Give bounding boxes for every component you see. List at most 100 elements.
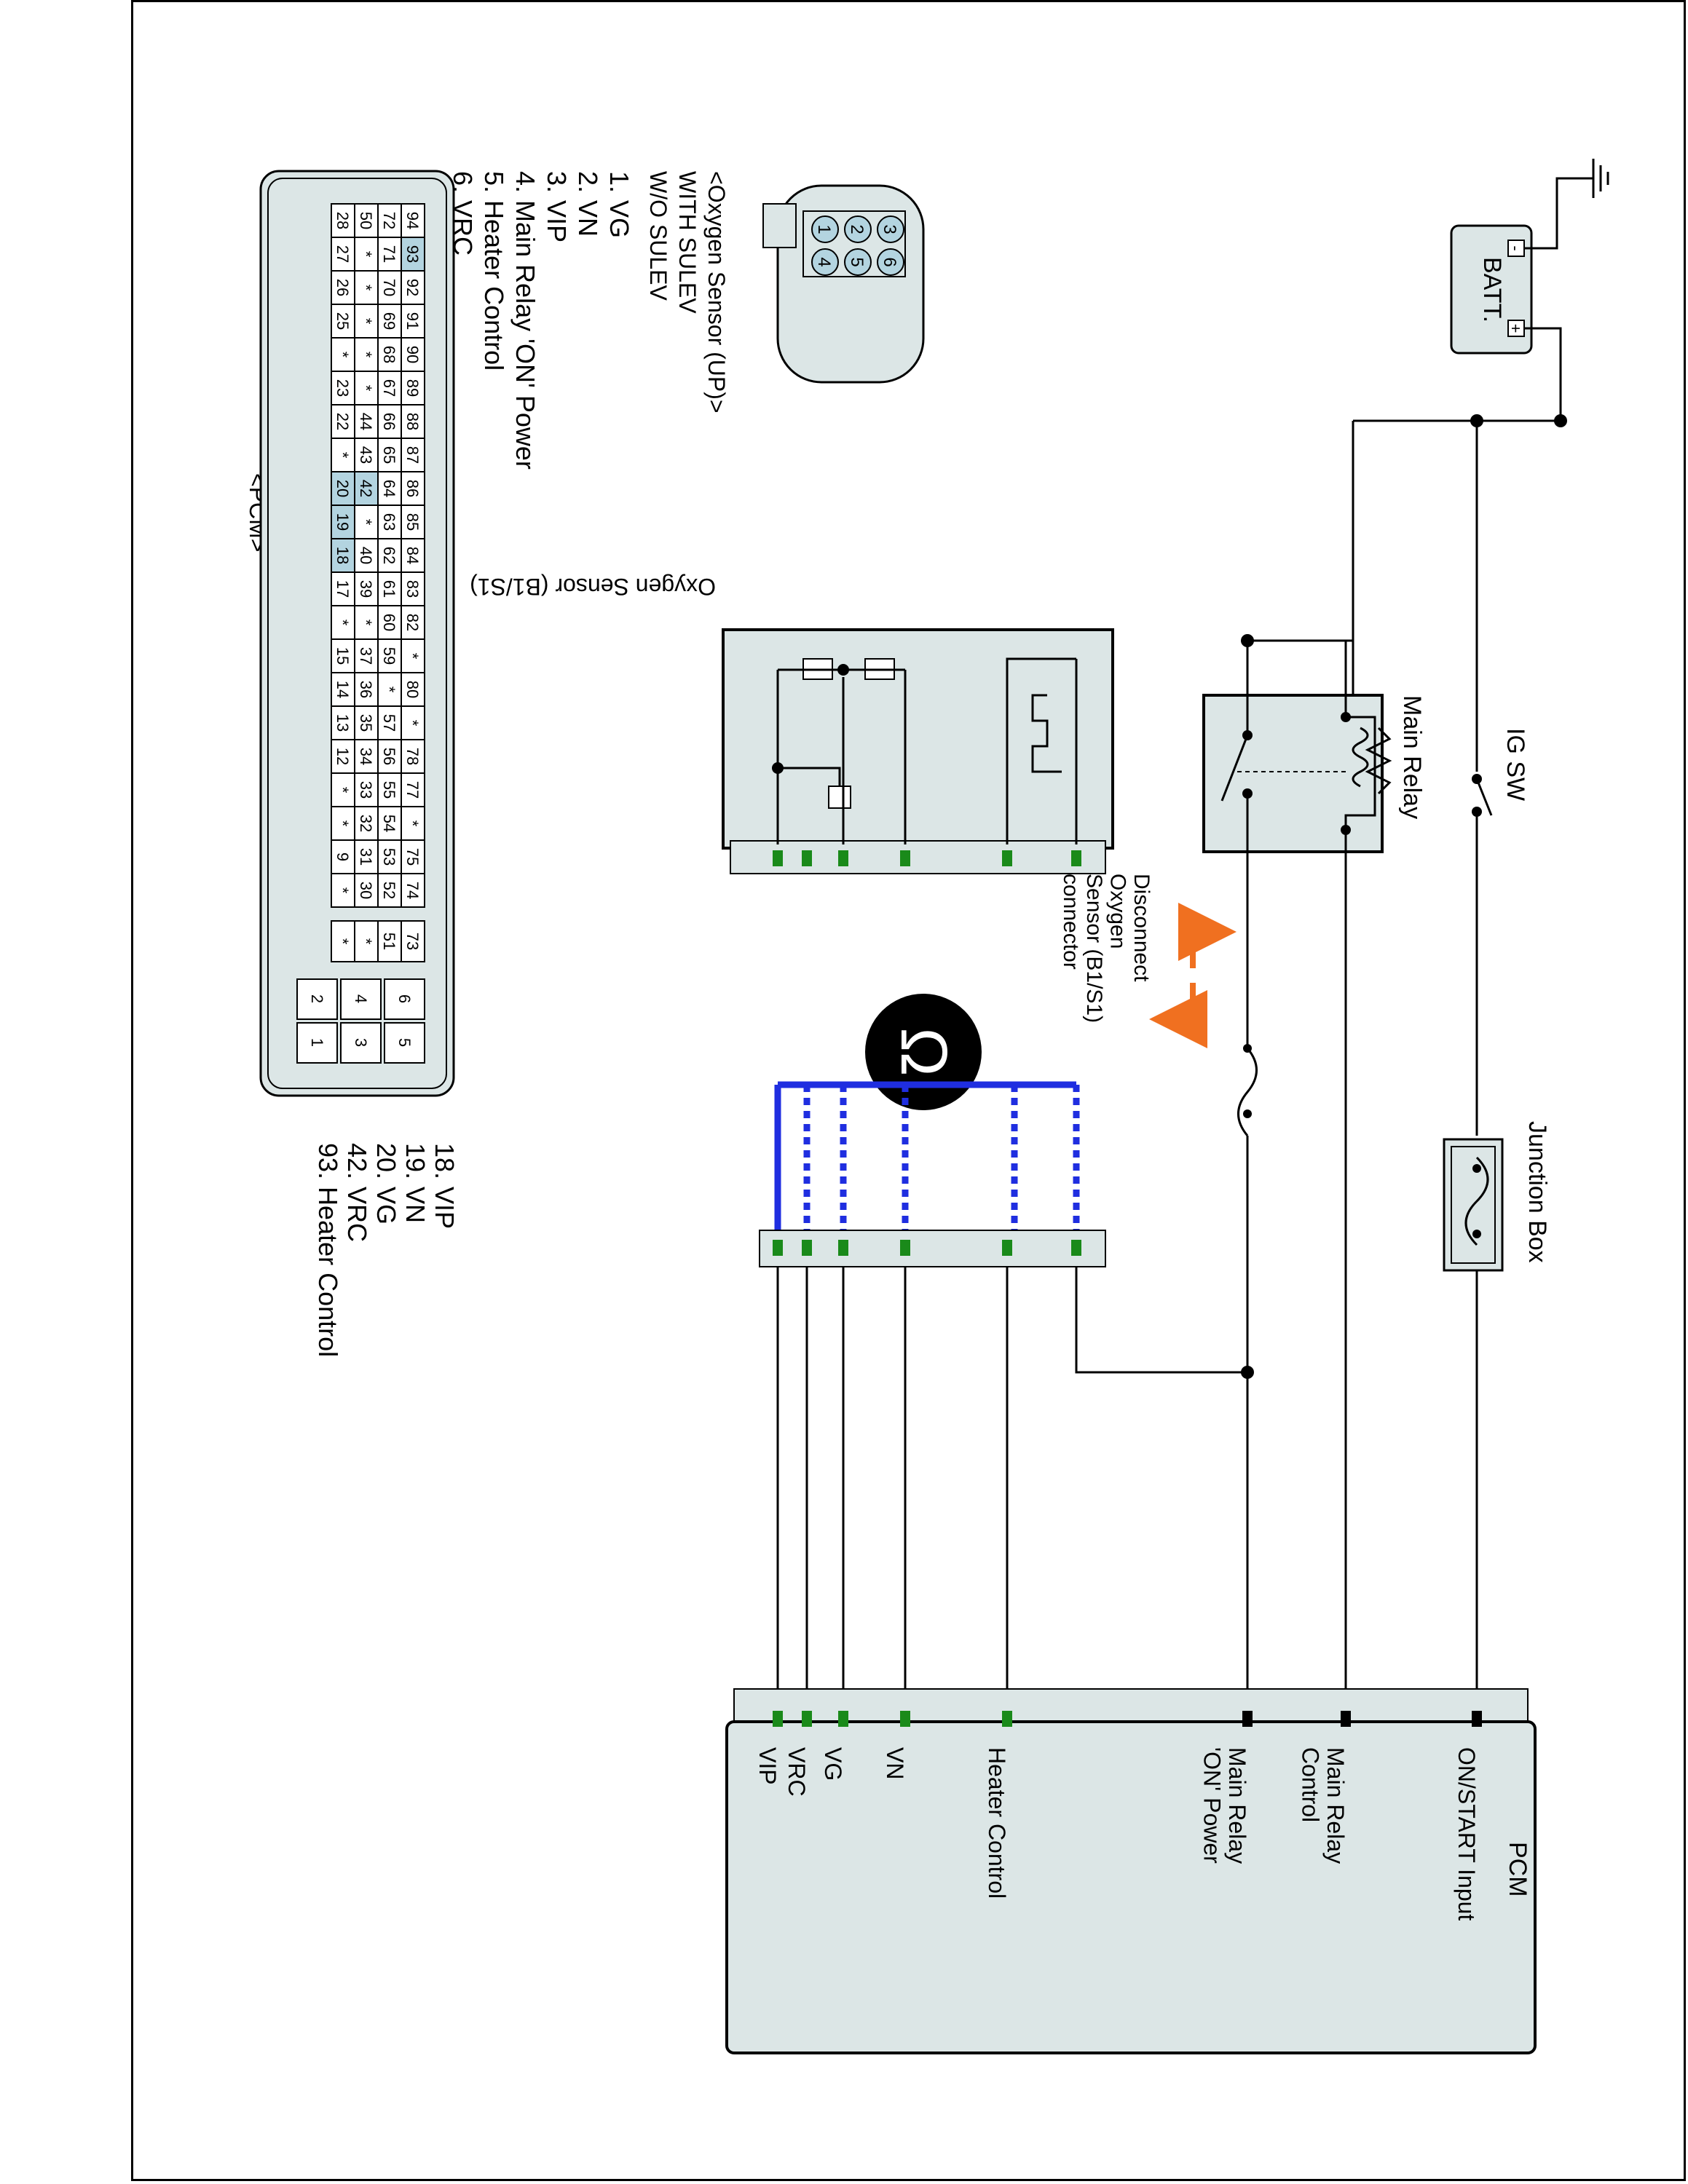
pcm-pin	[900, 1711, 910, 1727]
pcm-legend-item: 18. VIP	[430, 1143, 460, 1229]
pcm-cell-text: 31	[357, 848, 375, 866]
connector-face-pin-num: 5	[847, 257, 867, 266]
pcm-legend-item: 93. Heater Control	[313, 1143, 343, 1357]
page-frame	[131, 0, 1686, 2181]
pcm-signal-label: Heater Control	[984, 1747, 1010, 1899]
connector-face-pin-num: 2	[847, 224, 867, 234]
pcm-cell-text: 6	[395, 994, 414, 1003]
sensor-connector-title-line: <Oxygen Sensor (UP)>	[703, 171, 730, 414]
pcm-cell-text: *	[380, 687, 398, 693]
connector-pin	[900, 1240, 910, 1256]
pcm-cell-text: 17	[334, 580, 352, 598]
pcm-cell-text: 65	[380, 446, 398, 464]
pcm-cell-text: *	[357, 620, 375, 626]
connector-pin	[1071, 1240, 1081, 1256]
sensor-pin	[1071, 850, 1081, 866]
pcm-cell-text: 14	[334, 681, 352, 698]
pcm-signal-label: Main Relay'ON' Power	[1199, 1747, 1250, 1864]
disconnect-label-line: Oxygen	[1106, 874, 1130, 949]
pcm-cell-text: 69	[380, 312, 398, 330]
pcm-cell-text: 4	[352, 994, 370, 1003]
pcm-cell	[331, 920, 355, 962]
pcm-cell-text: 28	[334, 212, 352, 229]
pcm-cell-text: 50	[357, 212, 375, 229]
pcm-cell-text: 67	[380, 379, 398, 397]
pcm-cell-text: *	[403, 720, 422, 727]
pcm-cell-text: *	[357, 385, 375, 392]
sensor-legend-item: 3. VIP	[542, 171, 572, 242]
pcm-cell-text: 34	[357, 748, 375, 765]
pcm-cell-text: 5	[395, 1038, 414, 1047]
connector-face-pin	[844, 215, 872, 243]
pcm-cell-text: 12	[334, 748, 352, 765]
main-relay-label-line: Main Relay	[1398, 695, 1426, 819]
pcm-cell-text: 15	[334, 647, 352, 665]
pcm-signal-label-line: 'ON' Power	[1199, 1747, 1225, 1864]
relay-resistor	[1365, 727, 1392, 795]
sensor-pin	[802, 850, 812, 866]
sensor-legend-item: 2. VN	[573, 171, 603, 237]
jbox-fuse	[1464, 1156, 1489, 1246]
pcm-cell-text: *	[357, 318, 375, 325]
pcm-signal-label-line: Main Relay	[1322, 1747, 1349, 1864]
pcm-cell-text: 1	[308, 1038, 326, 1047]
connector-face-pin	[811, 215, 839, 243]
pcm-cell-text: *	[357, 938, 375, 945]
sensor-connector-line2-line: WITH SULEV	[674, 171, 701, 314]
pcm-cell-text: 44	[357, 413, 375, 430]
pcm-signal-label: VG	[820, 1747, 846, 1781]
relay-coil	[1352, 727, 1369, 788]
pcm-cell-text: *	[334, 452, 352, 459]
ohmmeter: Ω	[774, 994, 1080, 1238]
relay-coil-loop	[1344, 641, 1376, 830]
pcm-cell-text: 13	[334, 714, 352, 732]
disconnect-label-line: Sensor (B1/S1)	[1082, 874, 1106, 1023]
pcm-pin	[1341, 1711, 1351, 1727]
sensor-legend-item: 5. Heater Control	[479, 171, 509, 371]
battery: BATT. - +	[1450, 224, 1533, 355]
pcm-cell-text: 86	[403, 480, 422, 497]
pcm-cell-text: 55	[380, 781, 398, 799]
pcm-cell-text: 71	[380, 245, 398, 263]
pcm-cell-text: 3	[352, 1038, 370, 1047]
pcm-cell-text: 20	[334, 480, 352, 497]
main-relay-label: Main Relay	[1398, 695, 1426, 819]
pcm-cell-text: 84	[403, 547, 422, 564]
sensor-pin	[773, 850, 783, 866]
pcm-cell-text: 36	[357, 681, 375, 698]
pcm-legend-item: 42. VRC	[342, 1143, 372, 1242]
pcm-cell-text: *	[403, 653, 422, 660]
pcm-cell	[384, 978, 425, 1020]
pcm-cell-text: *	[357, 352, 375, 358]
pcm-cell-text: 23	[334, 379, 352, 397]
pcm-cell-text: *	[357, 285, 375, 291]
pcm-cell-text: 53	[380, 848, 398, 866]
pcm-pin	[802, 1711, 812, 1727]
pcm-cell-text: 42	[357, 480, 375, 497]
pcm-cell-text: *	[334, 887, 352, 894]
pcm-cell-text: 9	[334, 852, 352, 861]
pcm-cell-text: *	[334, 352, 352, 358]
oxygen-sensor-label-line: Oxygen Sensor (B1/S1)	[470, 574, 716, 600]
pcm-cell-text: 63	[380, 513, 398, 531]
connector-face-pin	[877, 215, 904, 243]
pcm-title: PCM	[1504, 1842, 1531, 1897]
pcm-pin	[1002, 1711, 1012, 1727]
pcm-cell-text: 74	[403, 882, 422, 899]
pcm-signal-label-line: Heater Control	[984, 1747, 1010, 1899]
fuse-end	[1243, 1044, 1252, 1053]
pcm-cell-text: 51	[380, 933, 398, 950]
pcm-cell	[331, 873, 355, 908]
pcm-cell-text: 32	[357, 815, 375, 832]
pcm-cell-text: 33	[357, 781, 375, 799]
pcm-cell-text: 27	[334, 245, 352, 263]
ig-switch-label: IG SW	[1502, 728, 1529, 801]
pcm-connector: <PCM>94939291908988878685848382*80*7877*…	[245, 170, 460, 1357]
pcm-cell-text: 62	[380, 547, 398, 564]
pcm-pin	[1472, 1711, 1482, 1727]
connector-pin	[802, 1240, 812, 1256]
ig-switch: IG SW	[1472, 728, 1529, 817]
pcm-cell-text: *	[334, 820, 352, 827]
